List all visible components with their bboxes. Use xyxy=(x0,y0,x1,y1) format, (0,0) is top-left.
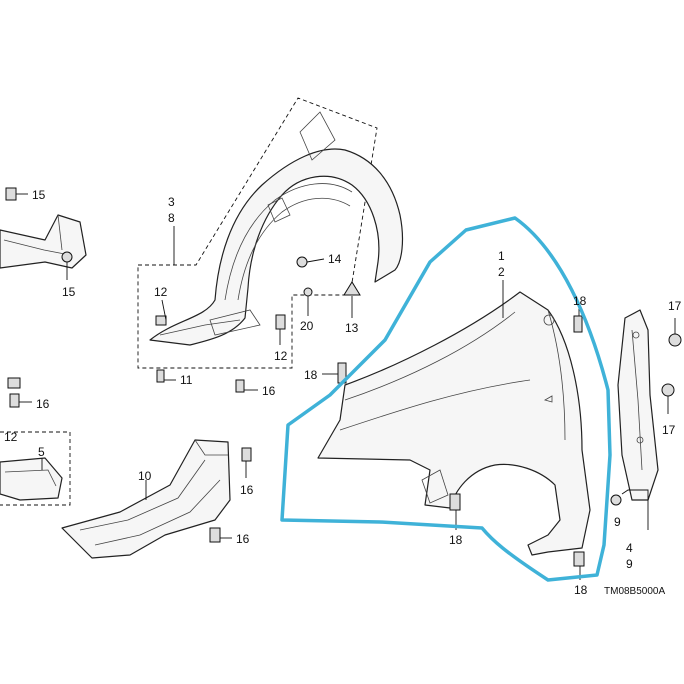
label-18-a: 18 xyxy=(304,368,318,382)
bolt-16-c-icon xyxy=(241,447,252,462)
label-5: 5 xyxy=(38,445,45,459)
lead-14 xyxy=(306,258,325,263)
label-1: 1 xyxy=(498,249,505,263)
diagram-code: TM08B5000A xyxy=(604,586,665,597)
label-18-c: 18 xyxy=(449,533,463,547)
label-16-c: 16 xyxy=(240,483,254,497)
label-12-b: 12 xyxy=(274,349,288,363)
label-12-c: 12 xyxy=(4,430,18,444)
clip-20-icon xyxy=(303,287,313,297)
clip-14-icon xyxy=(296,256,308,268)
bolt-15-a-icon xyxy=(5,187,17,201)
fender-highlight-outline xyxy=(280,216,612,582)
lead-4-9 xyxy=(621,489,649,530)
label-4: 4 xyxy=(626,541,633,555)
label-15-a: 15 xyxy=(32,188,46,202)
clip-12-b-icon xyxy=(275,314,286,330)
splash-shield xyxy=(0,457,63,501)
label-17-b: 17 xyxy=(662,423,676,437)
label-18-d: 18 xyxy=(574,583,588,597)
label-16-b: 16 xyxy=(36,397,50,411)
label-17-a: 17 xyxy=(668,299,682,313)
label-14: 14 xyxy=(328,252,342,266)
front-fender xyxy=(317,291,591,556)
label-2: 2 xyxy=(498,265,505,279)
upper-left-bracket xyxy=(0,214,87,269)
inner-fender-liner xyxy=(149,111,404,346)
front-bracket xyxy=(617,309,659,501)
bolt-18-b-icon xyxy=(573,315,583,333)
label-9: 9 xyxy=(626,557,633,571)
bolt-18-c-icon xyxy=(449,493,461,511)
label-20: 20 xyxy=(300,319,314,333)
bolt-18-d-icon xyxy=(573,551,585,567)
bolt-16-b-icon xyxy=(9,393,20,408)
clip-12-a-icon xyxy=(155,315,167,326)
bolt-17-a-icon xyxy=(668,333,682,347)
label-16-a: 16 xyxy=(262,384,276,398)
label-15-b: 15 xyxy=(62,285,76,299)
label-13: 13 xyxy=(345,321,359,335)
label-3: 3 xyxy=(168,195,175,209)
bracket-bolt-icon xyxy=(610,494,622,506)
label-10: 10 xyxy=(138,469,152,483)
clip-11-icon xyxy=(156,369,165,383)
bolt-16-a-icon xyxy=(235,379,245,393)
bolt-15-b-icon xyxy=(61,251,73,263)
lead-12-a xyxy=(161,299,167,321)
clip-12-c-icon xyxy=(7,377,21,389)
label-9-side: 9 xyxy=(614,515,621,529)
clip-13-icon xyxy=(343,281,361,296)
label-8: 8 xyxy=(168,211,175,225)
splash-group-outline xyxy=(0,431,71,506)
label-11: 11 xyxy=(180,373,193,387)
label-18-b: 18 xyxy=(573,294,587,308)
label-12-a: 12 xyxy=(154,285,168,299)
bolt-17-b-icon xyxy=(661,383,675,397)
bolt-16-d-icon xyxy=(209,527,221,543)
label-16-d: 16 xyxy=(236,532,250,546)
